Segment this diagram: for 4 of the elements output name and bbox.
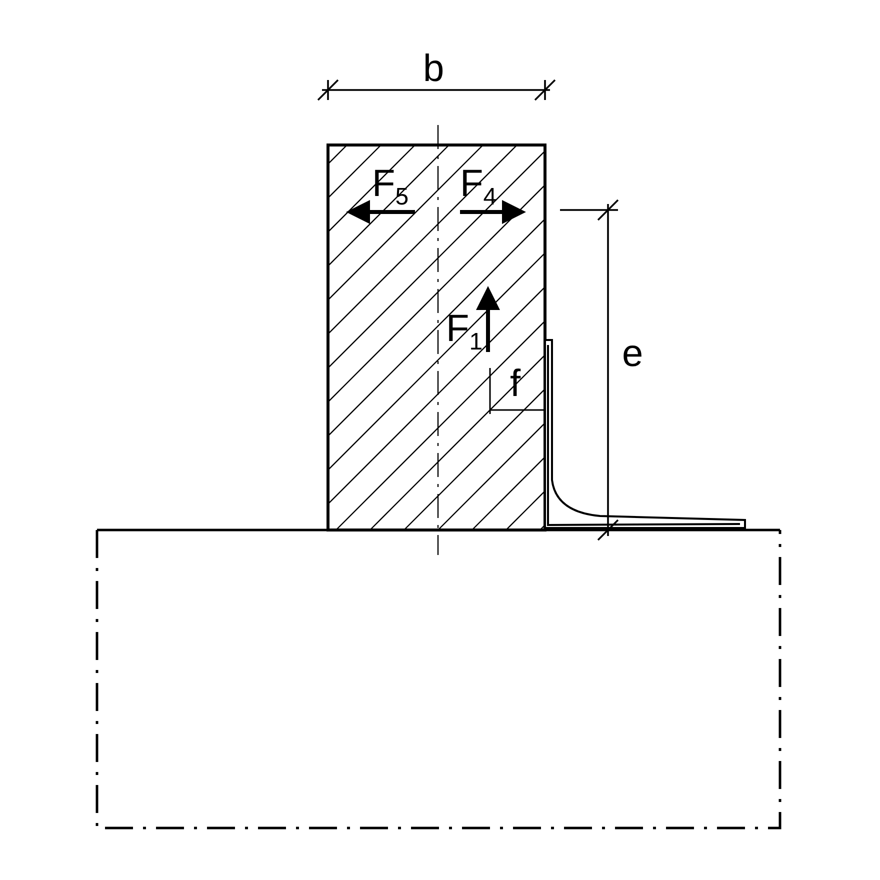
force-label: F$_{1}$ bbox=[446, 310, 483, 355]
force-label: F$_{5}$ bbox=[372, 165, 409, 210]
dimension-label: e bbox=[622, 335, 644, 373]
dimension-label: b bbox=[423, 50, 444, 88]
